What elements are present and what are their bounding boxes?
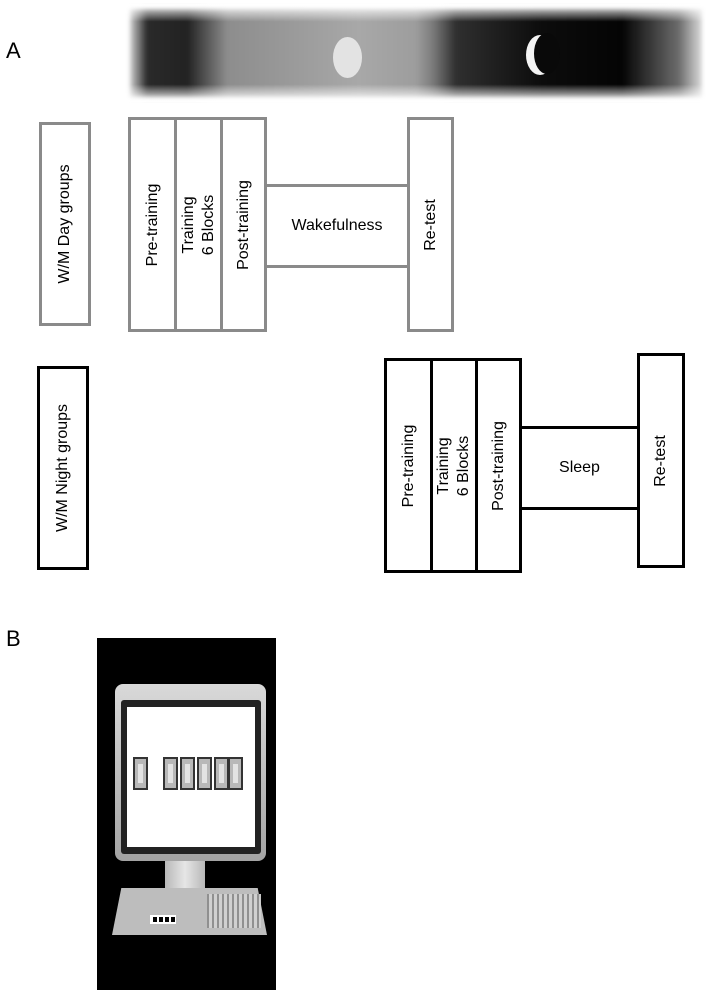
night-retest-box: Re-test	[637, 353, 685, 568]
panel-a-label: A	[6, 38, 21, 63]
choice-stimulus-image	[228, 757, 243, 790]
night-group-box: W/M Night groups	[37, 366, 89, 570]
night-interval-label: Sleep	[559, 459, 600, 476]
day-group-box: W/M Day groups	[39, 122, 91, 326]
night-training-blocks-label: 6 Blocks	[455, 435, 472, 496]
night-group-label: W/M Night groups	[54, 403, 71, 533]
day-pre-training-label: Pre-training	[143, 183, 161, 266]
day-pre-training-box: Pre-training	[128, 117, 177, 332]
choice-stimulus-image	[163, 757, 178, 790]
choice-stimulus-image	[197, 757, 212, 790]
night-pre-training-box: Pre-training	[384, 358, 433, 573]
night-retest-label: Re-test	[652, 434, 669, 487]
night-post-training-label: Post-training	[489, 420, 507, 511]
night-pre-training-label: Pre-training	[399, 424, 417, 507]
day-training-blocks-label: 6 Blocks	[199, 194, 217, 255]
day-group-label: W/M Day groups	[56, 164, 73, 284]
day-training-box: Training 6 Blocks	[174, 117, 223, 332]
night-interval-box: Sleep	[519, 426, 640, 510]
sun-icon	[333, 37, 362, 78]
night-training-box: Training 6 Blocks	[430, 358, 478, 573]
night-post-training-box: Post-training	[475, 358, 522, 573]
day-retest-label: Re-test	[421, 198, 439, 251]
night-training-label: Training	[435, 436, 452, 495]
day-post-training-label: Post-training	[234, 179, 252, 270]
day-training-label: Training	[179, 195, 197, 254]
choice-stimulus-image	[180, 757, 195, 790]
response-keys-icon	[150, 915, 176, 924]
panel-b-label: B	[6, 626, 21, 651]
choice-stimulus-image	[214, 757, 229, 790]
day-retest-box: Re-test	[407, 117, 454, 332]
target-stimulus-image	[133, 757, 148, 790]
day-post-training-box: Post-training	[220, 117, 267, 332]
day-interval-label: Wakefulness	[291, 217, 383, 234]
day-interval-box: Wakefulness	[264, 184, 410, 268]
